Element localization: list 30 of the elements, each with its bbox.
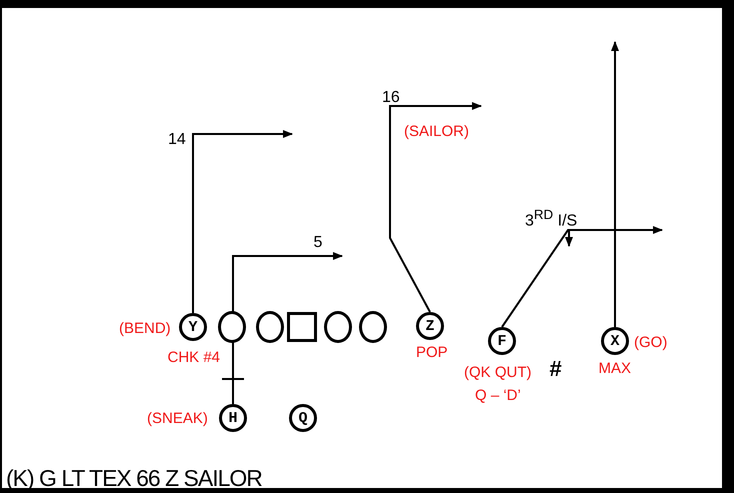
assignment-note: CHK #4 (168, 348, 220, 366)
route-label: 16 (382, 89, 400, 107)
route-label: 3$^{RD}$ I/S (525, 206, 578, 230)
player-circle: X (601, 327, 629, 355)
player-note: (QK QUT) (464, 364, 532, 380)
route-arrow (611, 41, 619, 327)
route-arrow (192, 130, 293, 313)
player-circle: H (219, 404, 247, 432)
route-label: 14 (168, 131, 186, 149)
player-note: (SNEAK) (147, 410, 208, 426)
player-note: MAX (598, 360, 632, 376)
lineman-circle (359, 311, 387, 343)
player-circle: Q (289, 404, 317, 432)
center-square (287, 312, 317, 342)
lineman-circle (256, 311, 284, 343)
player-circle: Z (416, 312, 444, 340)
route-arrow (389, 102, 482, 312)
lineman-circle (324, 311, 352, 343)
route-arrow (501, 226, 663, 328)
assignment-note: (SAILOR) (404, 122, 470, 140)
player-note: (GO) (634, 334, 668, 350)
player-circle: Y (179, 313, 207, 341)
lineman-circle (218, 311, 246, 343)
player-note: (BEND) (119, 320, 171, 336)
route-label: 5 (314, 234, 322, 252)
player-circle: F (488, 327, 516, 355)
route-arrow (222, 252, 343, 404)
player-note: Q – ‘D’ (475, 386, 521, 404)
player-note: POP (416, 344, 448, 360)
hash-mark: # (550, 356, 562, 382)
